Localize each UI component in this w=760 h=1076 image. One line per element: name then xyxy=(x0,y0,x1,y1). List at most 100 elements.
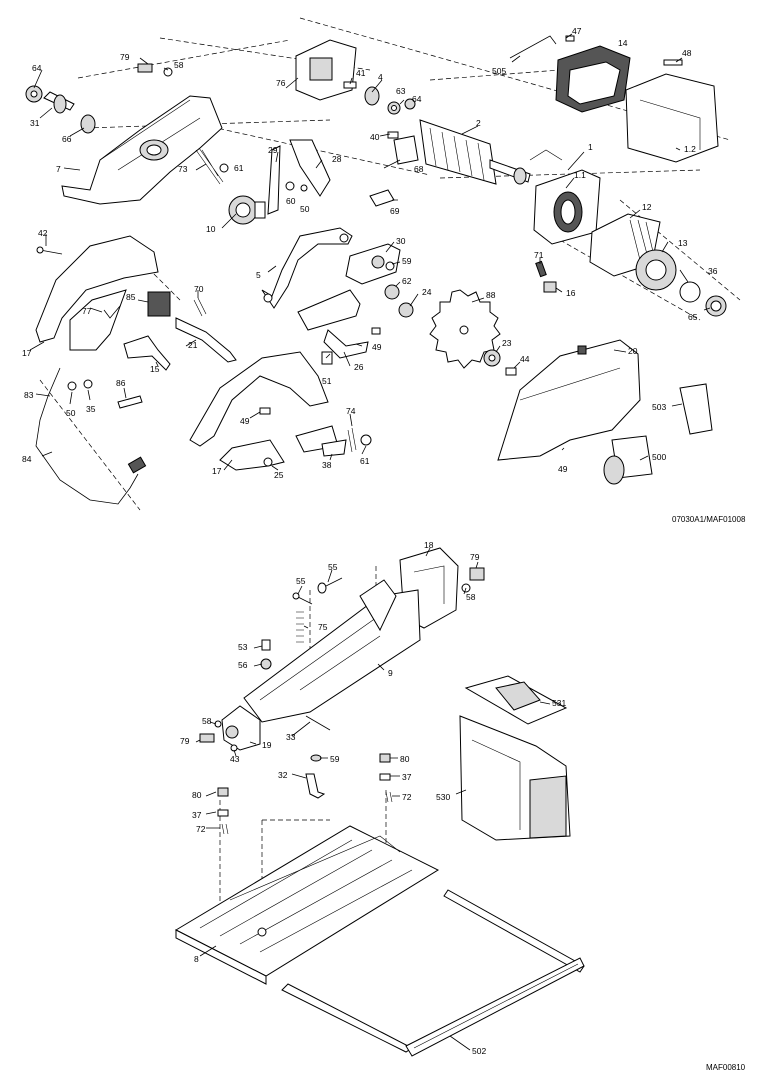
callout-33: 33 xyxy=(286,732,296,742)
callout-502: 502 xyxy=(472,1046,486,1056)
end-block xyxy=(221,705,261,751)
extension-rails xyxy=(281,889,585,1057)
callout-55b: 55 xyxy=(328,562,338,572)
callout-31: 31 xyxy=(30,118,40,128)
callout-50b: 50 xyxy=(66,408,76,418)
saw-blade xyxy=(429,289,501,369)
callout-9: 9 xyxy=(388,668,393,678)
callout-38: 38 xyxy=(322,460,332,470)
callout-58a: 58 xyxy=(174,60,184,70)
callout-530: 530 xyxy=(436,792,450,802)
callout-37b: 37 xyxy=(402,772,412,782)
callout-13: 13 xyxy=(678,238,688,248)
callout-55a: 55 xyxy=(296,576,306,586)
callout-15: 15 xyxy=(150,364,160,374)
callout-531: 531 xyxy=(552,698,566,708)
callout-74: 74 xyxy=(346,406,356,416)
callout-72a: 72 xyxy=(196,824,206,834)
reference-code-top: 07030A1/MAF01008 xyxy=(672,515,746,524)
callout-20: 20 xyxy=(628,346,638,356)
callout-14: 14 xyxy=(618,38,628,48)
spindle-lock xyxy=(228,195,266,225)
rear-handle xyxy=(35,235,159,351)
callout-43: 43 xyxy=(230,754,240,764)
switch-box xyxy=(295,39,357,101)
callout-1-2: 1.2 xyxy=(684,144,696,154)
callout-5: 5 xyxy=(256,270,261,280)
front-handle xyxy=(189,351,329,471)
callout-86: 86 xyxy=(116,378,126,388)
callout-80b: 80 xyxy=(400,754,410,764)
base-plate xyxy=(174,825,440,985)
callout-4: 4 xyxy=(378,72,383,82)
callout-18: 18 xyxy=(424,540,434,550)
callout-25: 25 xyxy=(274,470,284,480)
callout-53: 53 xyxy=(238,642,248,652)
callout-50a: 50 xyxy=(300,204,310,214)
callout-35: 35 xyxy=(86,404,96,414)
callout-49c: 49 xyxy=(240,416,250,426)
callout-58c: 58 xyxy=(202,716,212,726)
callout-59a: 59 xyxy=(402,256,412,266)
callout-51: 51 xyxy=(322,376,332,386)
callout-37a: 37 xyxy=(192,810,202,820)
callout-83: 83 xyxy=(24,390,34,400)
callout-32: 32 xyxy=(278,770,288,780)
callout-28: 28 xyxy=(332,154,342,164)
callout-56: 56 xyxy=(238,660,248,670)
callout-79a: 79 xyxy=(120,52,130,62)
callout-60: 60 xyxy=(286,196,296,206)
callout-40: 40 xyxy=(370,132,380,142)
callout-16: 16 xyxy=(566,288,576,298)
callout-66: 66 xyxy=(62,134,72,144)
field-coil xyxy=(529,149,601,245)
callout-77: 77 xyxy=(82,306,92,316)
base-assembly: 18 79 58 55 55 75 53 56 9 58 79 43 19 33… xyxy=(174,540,746,1072)
callout-64b: 64 xyxy=(412,94,422,104)
motor-housing xyxy=(555,45,631,113)
callout-70: 70 xyxy=(194,284,204,294)
callout-41: 41 xyxy=(356,68,366,78)
callout-19: 19 xyxy=(262,740,272,750)
pinion-gear xyxy=(25,85,43,103)
callout-1: 1 xyxy=(588,142,593,152)
callout-1-1: 1.1 xyxy=(574,170,586,180)
callout-69: 69 xyxy=(390,206,400,216)
callout-49a: 49 xyxy=(372,342,382,352)
callout-85: 85 xyxy=(126,292,136,302)
callout-68: 68 xyxy=(414,164,424,174)
callout-17a: 17 xyxy=(22,348,32,358)
callout-75: 75 xyxy=(318,622,328,632)
field-housing xyxy=(625,59,719,163)
callout-500: 500 xyxy=(652,452,666,462)
saw-assembly: 64 31 66 7 79 58 73 61 10 29 28 60 50 5 … xyxy=(22,17,746,524)
callout-21: 21 xyxy=(188,340,198,350)
callout-29: 29 xyxy=(268,145,278,155)
callout-61b: 61 xyxy=(360,456,370,466)
callout-65: 65 xyxy=(688,312,698,322)
dust-port xyxy=(603,435,653,485)
callout-505: 505 xyxy=(492,66,506,76)
callout-59b: 59 xyxy=(330,754,340,764)
callout-10: 10 xyxy=(206,224,216,234)
callout-44: 44 xyxy=(520,354,530,364)
callout-42: 42 xyxy=(38,228,48,238)
callout-58b: 58 xyxy=(466,592,476,602)
callout-79c: 79 xyxy=(180,736,190,746)
callout-61a: 61 xyxy=(234,163,244,173)
spindle-shaft xyxy=(43,91,96,134)
callout-64a: 64 xyxy=(32,63,42,73)
callout-24: 24 xyxy=(422,287,432,297)
case-lid xyxy=(464,675,568,725)
callout-26: 26 xyxy=(354,362,364,372)
guide-rail xyxy=(243,579,421,723)
callout-2: 2 xyxy=(476,118,481,128)
callout-503: 503 xyxy=(652,402,666,412)
callout-80a: 80 xyxy=(192,790,202,800)
callout-47: 47 xyxy=(572,26,582,36)
gear-housing xyxy=(61,95,223,205)
upper-blade-guard xyxy=(497,339,641,461)
callout-73: 73 xyxy=(178,164,188,174)
power-cable xyxy=(35,367,147,505)
